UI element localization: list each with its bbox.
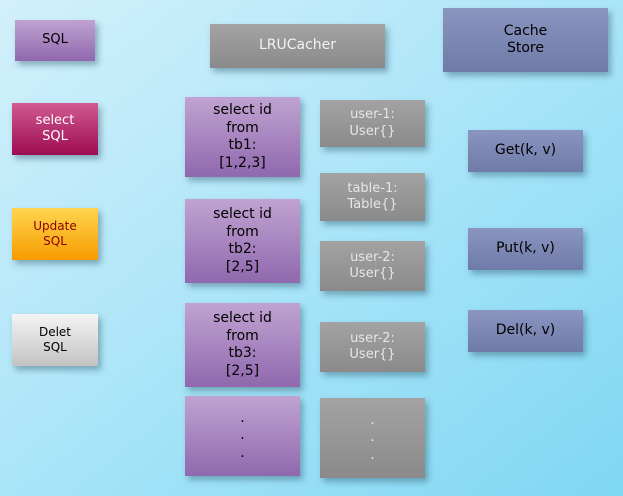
put-operation-label: Put(k, v) — [496, 240, 555, 257]
cache-store-label: Cache Store — [503, 22, 548, 57]
delete-sql-node: Delet SQL — [12, 314, 98, 366]
sql-node-label: SQL — [42, 32, 68, 48]
update-sql-node: Update SQL — [12, 208, 98, 260]
cache-entry-user-2-node: user-2: User{} — [320, 241, 425, 291]
select-sql-node: select SQL — [12, 103, 98, 155]
query-tb2-node: select id from tb2: [2,5] — [185, 199, 300, 283]
cache-entry-user-2b-node: user-2: User{} — [320, 322, 425, 372]
get-operation-label: Get(k, v) — [494, 142, 557, 159]
delete-sql-label: Delet SQL — [38, 325, 72, 354]
cache-entry-table-1-label: table-1: Table{} — [347, 180, 398, 212]
query-ellipsis-node: . . . — [185, 396, 300, 476]
lru-cacher-node: LRUCacher — [210, 24, 385, 68]
cache-entry-user-2-label: user-2: User{} — [349, 249, 396, 281]
cache-entry-user-1-node: user-1: User{} — [320, 100, 425, 147]
query-tb1-node: select id from tb1: [1,2,3] — [185, 97, 300, 177]
query-tb2-label: select id from tb2: [2,5] — [213, 206, 272, 275]
cache-store-node: Cache Store — [443, 8, 608, 72]
cache-entry-ellipsis-label: . . . — [370, 411, 375, 463]
cache-entry-user-1-label: user-1: User{} — [349, 107, 396, 139]
query-ellipsis-label: . . . — [240, 409, 245, 461]
query-tb3-node: select id from tb3: [2,5] — [185, 303, 300, 387]
update-sql-label: Update SQL — [33, 219, 77, 248]
del-operation-label: Del(k, v) — [495, 322, 556, 339]
get-operation-node: Get(k, v) — [468, 130, 583, 172]
query-tb3-label: select id from tb3: [2,5] — [213, 310, 272, 379]
sql-node: SQL — [15, 20, 95, 61]
cache-entry-table-1-node: table-1: Table{} — [320, 173, 425, 221]
cache-entry-ellipsis-node: . . . — [320, 398, 425, 478]
put-operation-node: Put(k, v) — [468, 228, 583, 270]
query-tb1-label: select id from tb1: [1,2,3] — [213, 102, 272, 171]
select-sql-label: select SQL — [35, 112, 75, 144]
cache-entry-user-2b-label: user-2: User{} — [349, 330, 396, 362]
del-operation-node: Del(k, v) — [468, 310, 583, 352]
lru-cacher-label: LRUCacher — [258, 37, 337, 54]
